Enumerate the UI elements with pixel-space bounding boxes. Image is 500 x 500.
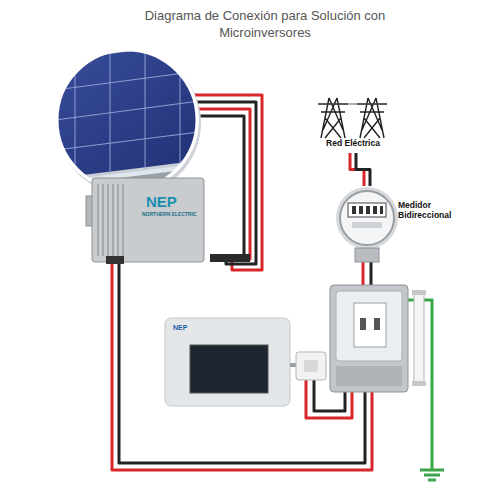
wires-ac-part	[370, 262, 373, 286]
meter-node: Medidor Bidireccional	[335, 186, 399, 264]
wire-strand	[356, 153, 370, 186]
monitor-part	[165, 318, 290, 406]
monitor-node: NEP	[165, 318, 290, 406]
breaker-box-part	[360, 318, 366, 330]
bidirectional-meter-part	[355, 248, 379, 262]
wires-ac-part	[362, 262, 365, 286]
brand-logo: NEP	[173, 324, 213, 332]
solar-panel-part	[57, 50, 197, 190]
brand-logo: NEP	[146, 193, 200, 210]
ground-wire-part	[420, 470, 444, 480]
surge-arrester	[412, 290, 426, 386]
microinverter-part	[92, 178, 204, 262]
solar-panel-part-part	[60, 185, 72, 205]
grid-node: Red Eléctrica	[308, 95, 398, 153]
monitor	[165, 318, 326, 406]
bidirectional-meter-part	[352, 206, 383, 214]
monitor-part	[190, 345, 268, 393]
bidirectional-meter-part	[348, 203, 386, 217]
bidirectional-meter-part	[340, 191, 394, 245]
grid-towers	[318, 98, 387, 138]
grid-label: Red Eléctrica	[308, 139, 398, 149]
surge-arrester-part	[412, 290, 426, 295]
diagram-title: Diagrama de Conexión para Solución con M…	[134, 8, 396, 42]
breaker-box-part	[336, 366, 402, 386]
brand-name: NORTHERN ELECTRIC	[142, 212, 200, 218]
microinverter-node: NEP NORTHERN ELECTRIC	[92, 178, 204, 262]
bidirectional-meter-part	[336, 187, 398, 249]
breaker-box-part	[336, 291, 402, 361]
bidirectional-meter-part	[352, 222, 382, 228]
power-wire	[350, 153, 370, 186]
wires-ac-part	[119, 258, 365, 463]
bidirectional-meter	[336, 187, 398, 262]
solar-panel-part-part	[40, 38, 215, 182]
ground-wire	[406, 300, 444, 480]
breaker-box-part	[330, 285, 408, 392]
microinverter-part	[106, 256, 124, 264]
breaker-box-part	[354, 303, 386, 347]
breaker-box	[330, 285, 408, 392]
breaker-box-part	[374, 318, 380, 330]
monitor-part	[296, 352, 326, 380]
meter-label: Medidor Bidireccional	[398, 201, 460, 221]
surge-arrester-part	[414, 292, 424, 384]
microinverter-part	[98, 184, 123, 256]
microinverter-part	[210, 254, 250, 262]
monitor-part	[304, 360, 318, 372]
surge-arrester-part	[412, 381, 426, 386]
grid-towers-part	[318, 104, 387, 105]
microinverter	[86, 178, 250, 264]
